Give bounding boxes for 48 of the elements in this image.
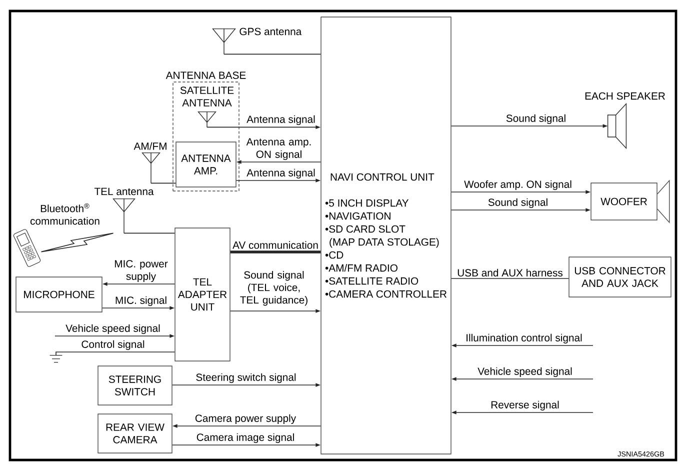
- antenna-label: GPS antenna: [240, 28, 302, 36]
- antenna-symbol: [142, 152, 160, 184]
- lightning-bolt: [40, 232, 114, 252]
- edge-label: Steering switch signal: [196, 373, 296, 383]
- edge-label: Sound signal (TEL voice, TEL guidance): [240, 271, 308, 306]
- component-box: REAR VIEW CAMERA: [98, 414, 172, 454]
- edge-label: Woofer amp. ON signal: [464, 180, 572, 190]
- edge-label: Sound signal: [488, 198, 548, 208]
- speaker-label: EACH SPEAKER: [585, 92, 665, 100]
- edge-label: Antenna signal: [246, 115, 315, 125]
- connector-line: [230, 250, 321, 254]
- antenna-label: TEL antenna: [94, 188, 154, 196]
- edge-label: Camera image signal: [196, 433, 294, 443]
- component-box: TEL ADAPTER UNIT: [174, 228, 230, 362]
- phone-picture: [13, 229, 41, 267]
- edge-label: Control signal: [82, 340, 144, 350]
- connector-line: [150, 182, 176, 184]
- edge-label: MIC. signal: [116, 296, 166, 306]
- connector-line: [450, 278, 570, 279]
- control-unit-box: NAVI CONTROL UNIT •5 INCH DISPLAY •NAVIGATION •SD CARD SLOT (MAP DATA STOLAGE) •CD •AM/FM RADIO •SATELLITE RADIO •CAMERA CONTROLLER: [320, 16, 452, 454]
- node-label: ANTENNA BASE: [166, 72, 246, 79]
- antenna-symbol: [112, 198, 136, 234]
- edge-label: Reverse signal: [491, 400, 559, 410]
- connector-line: [56, 352, 176, 356]
- speaker-symbol: [607, 102, 627, 150]
- antenna-symbol: [198, 111, 216, 128]
- antenna-label: AM/FM: [134, 142, 166, 150]
- edge-label: Camera power supply: [195, 414, 296, 424]
- edge-label: Illumination control signal: [466, 334, 582, 344]
- edge-label: MIC. power supply: [114, 260, 168, 282]
- edge-label: Vehicle speed signal: [66, 324, 160, 334]
- component-box: ANTENNA AMP.: [176, 142, 236, 188]
- component-box: STEERING SWITCH: [98, 366, 172, 406]
- edge-label: Bluetooth$^{®}$ communication: [30, 203, 100, 225]
- connector-line: [224, 54, 322, 55]
- ground-symbol: [49, 354, 63, 363]
- component-box: MICROPHONE: [16, 276, 102, 312]
- edge-label: Antenna amp. ON signal: [246, 138, 311, 160]
- connector-line: [124, 232, 176, 234]
- edge-label: AV communication: [232, 241, 318, 249]
- edge-label: Antenna signal: [246, 168, 315, 178]
- antenna-symbol: [212, 28, 236, 55]
- antenna-label: SATELLITE ANTENNA: [180, 86, 234, 106]
- edge-label: Vehicle speed signal: [478, 367, 572, 377]
- edge-label: USB and AUX harness: [458, 268, 562, 276]
- woofer-box: WOOFER: [590, 180, 670, 224]
- edge-label: Sound signal: [506, 114, 566, 124]
- component-box: USB CONNECTOR AND AUX JACK: [568, 256, 672, 298]
